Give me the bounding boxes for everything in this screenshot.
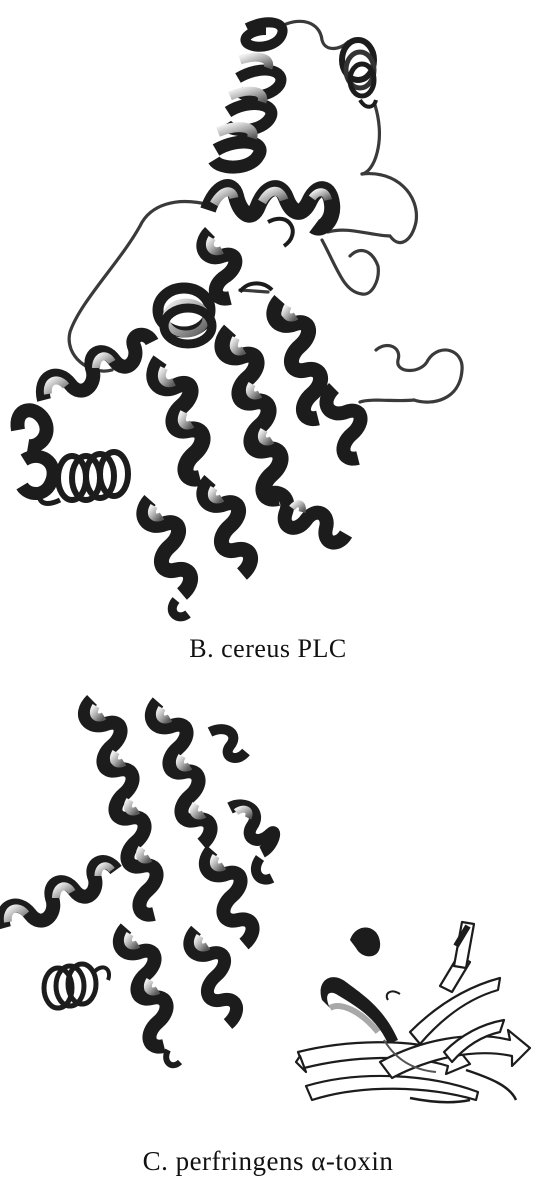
cperfringens-alpha-toxin-ribbon-structure xyxy=(3,700,530,1102)
bcereus-helix-top-right xyxy=(342,40,376,107)
alpha-toxin-helix-2 xyxy=(152,702,246,844)
bcereus-helix-vertical xyxy=(203,232,235,299)
alpha-toxin-beta-domain xyxy=(296,922,530,1102)
bcereus-plc-ribbon-structure xyxy=(17,21,462,617)
bcereus-helix-center-ring xyxy=(158,288,212,344)
caption-bcereus-plc: B. cereus PLC xyxy=(0,634,536,664)
bcereus-helix-bundle xyxy=(144,219,361,617)
alpha-toxin-coil-bottom-left xyxy=(44,964,109,1008)
alpha-toxin-helix-lower xyxy=(120,928,237,1065)
bcereus-helix-top xyxy=(214,22,283,167)
alpha-toxin-helix-left xyxy=(3,862,116,928)
caption-cperfringens-alpha-toxin: C. perfringens α-toxin xyxy=(0,1146,536,1177)
